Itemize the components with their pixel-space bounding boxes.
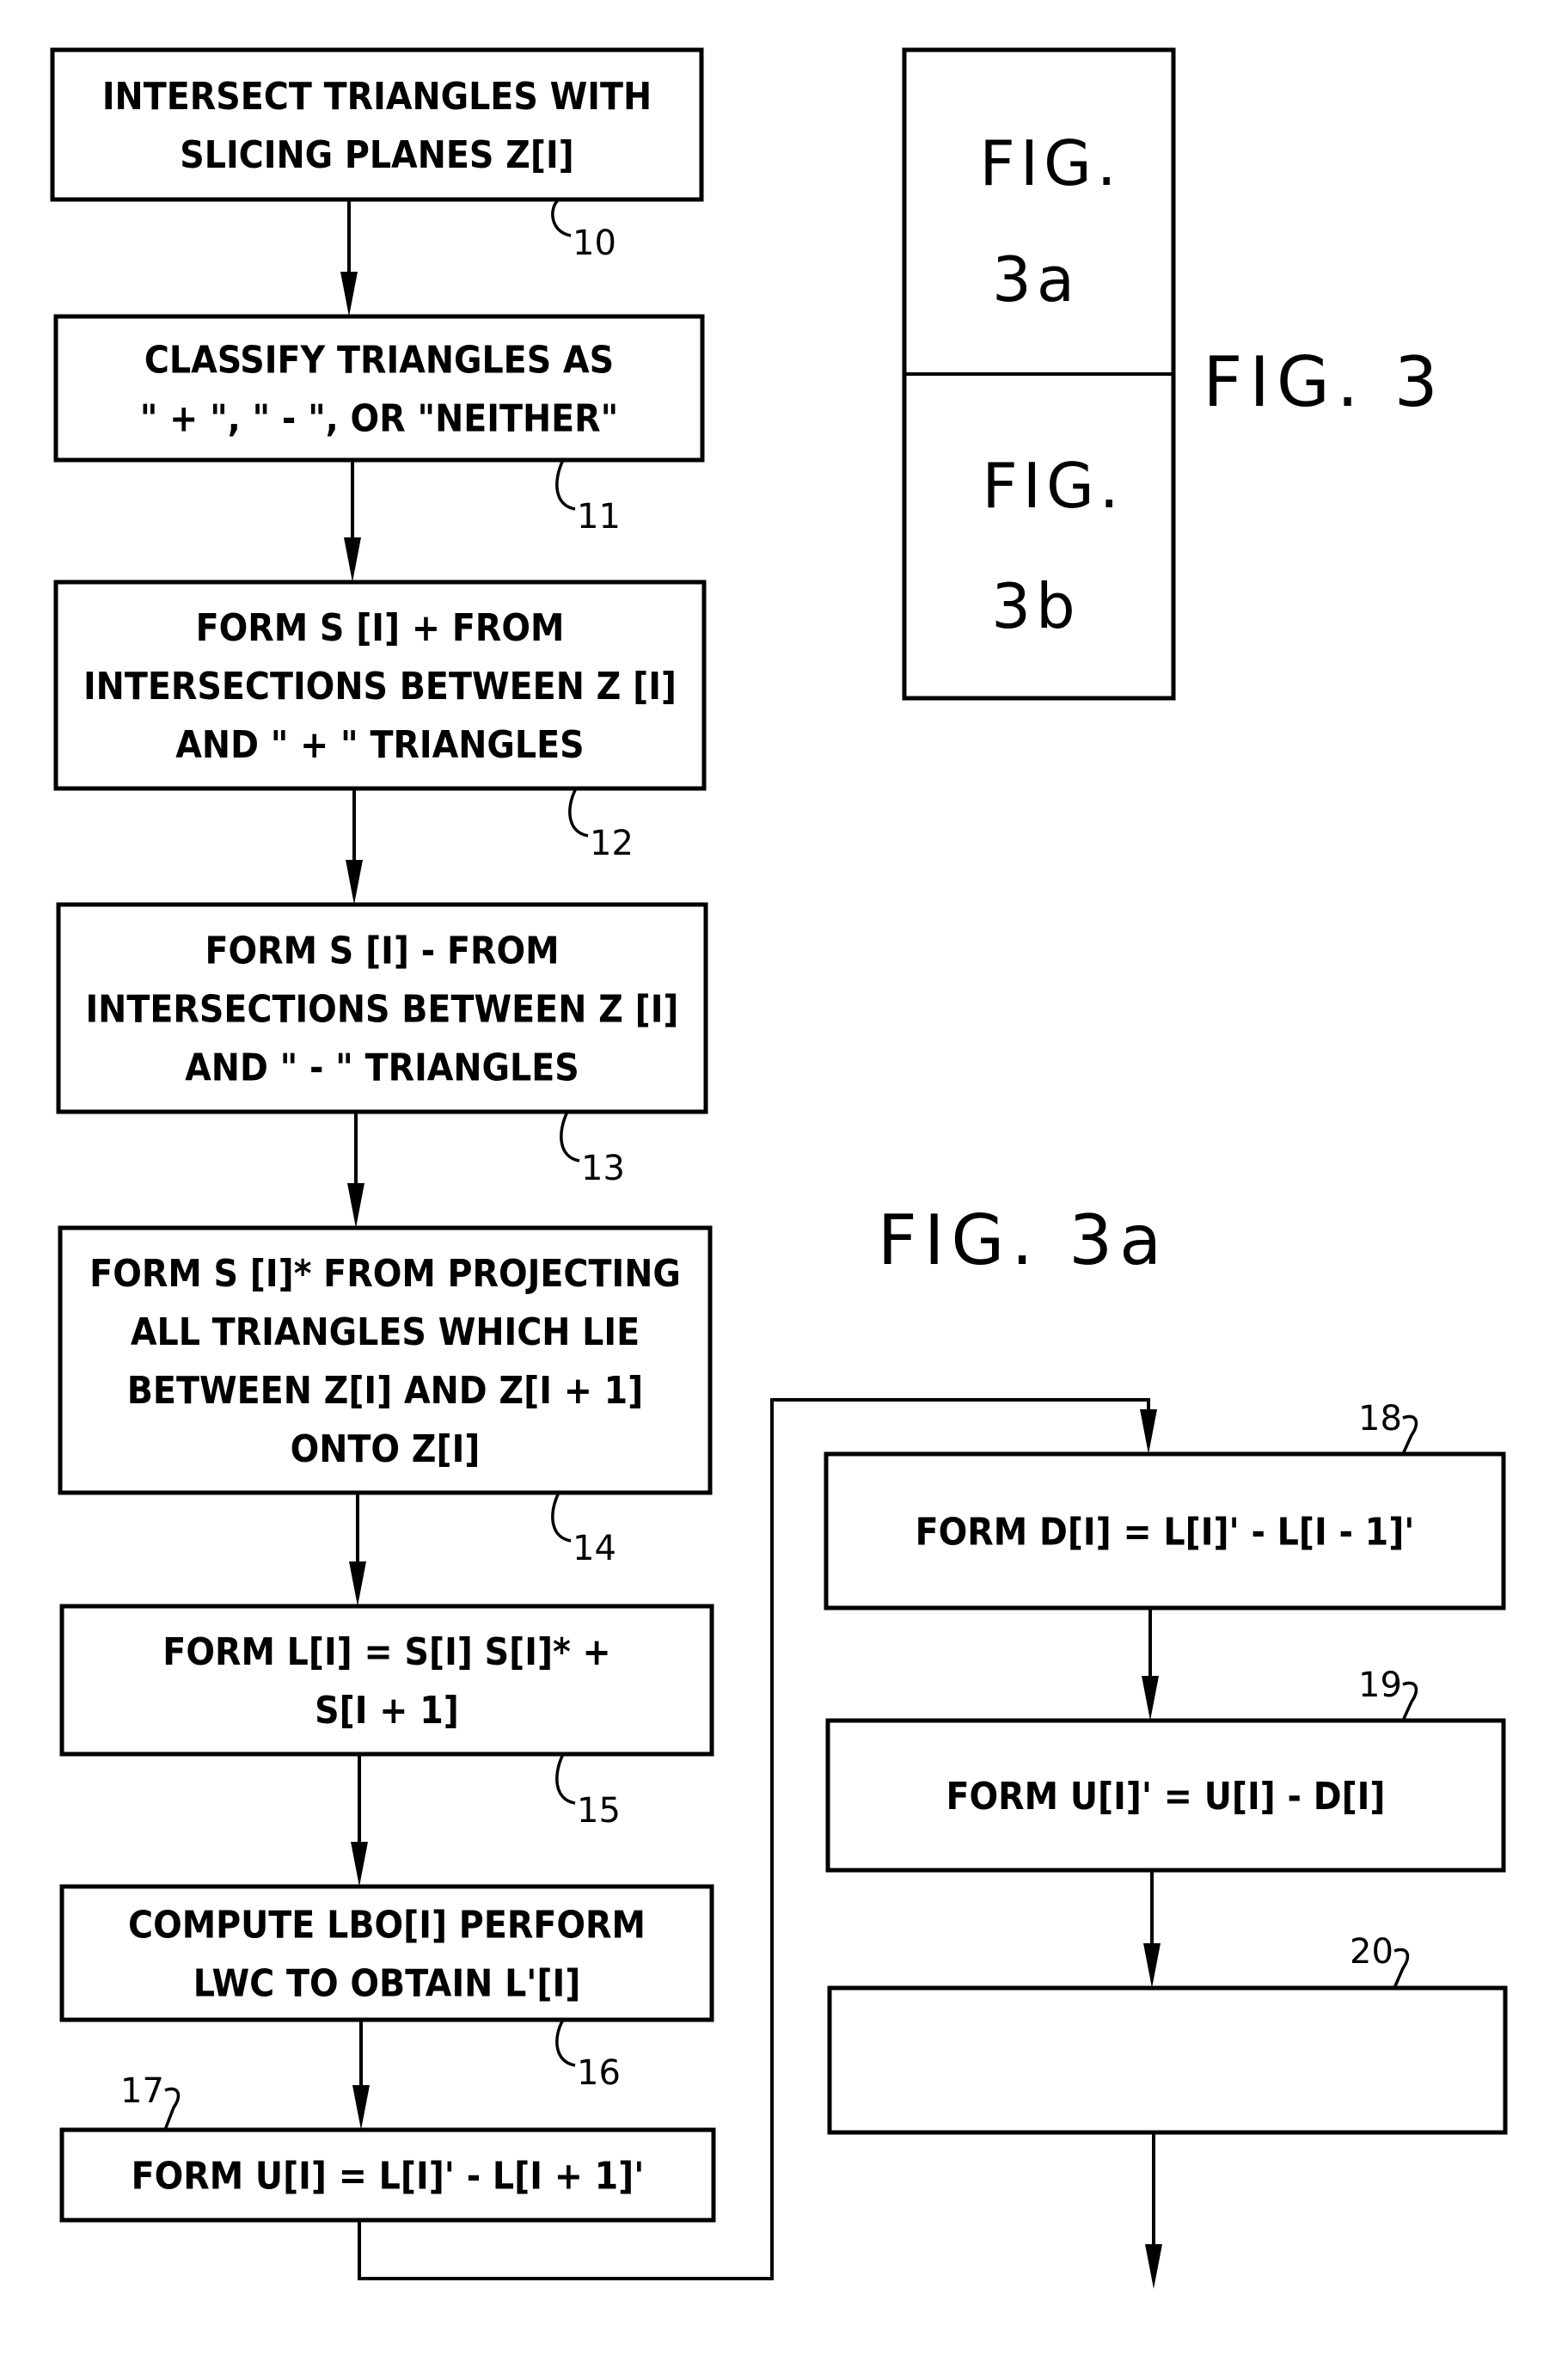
step-text-line: ONTO Z[I] (291, 1427, 481, 1471)
reference-leader (557, 460, 575, 509)
reference-leader (557, 1754, 575, 1803)
arrow-head-icon (340, 272, 358, 316)
step-text-line: COMPUTE LBO[I] PERFORM (128, 1904, 646, 1948)
reference-leader (557, 2020, 575, 2065)
arrow-head-icon (351, 1842, 368, 1887)
arrow-head-icon (349, 1561, 366, 1606)
step-box-10: INTERSECT TRIANGLES WITH SLICING PLANES Z… (52, 50, 701, 263)
reference-leader (553, 199, 571, 236)
reference-numeral: 17 (120, 2071, 164, 2111)
arrow-head-icon (344, 537, 361, 582)
figure-caption: FIG. 3a (878, 1200, 1168, 1280)
step-box-16: COMPUTE LBO[I] PERFORM LWC TO OBTAIN L'[I… (62, 1887, 712, 2093)
flow-arrow (349, 1493, 366, 1606)
reference-numeral: 18 (1358, 1399, 1402, 1439)
step-text-line: SLICING PLANES Z[I] (180, 133, 574, 177)
reference-numeral: 10 (573, 224, 616, 263)
step-text-line: FORM S [I] - FROM (205, 929, 559, 973)
reference-leader (1394, 1949, 1407, 1988)
reference-leader (553, 1493, 571, 1541)
arrow-head-icon (1140, 1409, 1157, 1454)
flow-arrow (1142, 1608, 1159, 1721)
step-text-line: FORM U[I]' = U[I] - D[I] (946, 1775, 1385, 1819)
step-text-line: FORM S [I] + FROM (196, 606, 565, 650)
step-text-line: FORM D[I] = L[I]' - L[I - 1]' (916, 1511, 1415, 1555)
figure-key: FIG. 3a FIG. 3b FIG. 3 (904, 50, 1445, 698)
step-box-19: FORM U[I]' = U[I] - D[I] 19 (828, 1666, 1504, 1870)
flow-arrow (1143, 1870, 1161, 1988)
reference-numeral: 13 (581, 1149, 625, 1188)
step-box-18: FORM D[I] = L[I]' - L[I - 1]' 18 (826, 1399, 1504, 1608)
step-box-20: 20 (830, 1932, 1505, 2132)
flow-arrow (352, 2020, 370, 2130)
step-text-line: CLASSIFY TRIANGLES AS (144, 339, 614, 383)
reference-leader (561, 1112, 579, 1161)
step-box-11: CLASSIFY TRIANGLES AS " + ", " - ", OR "N… (56, 316, 702, 537)
reference-numeral: 11 (577, 497, 621, 537)
reference-numeral: 20 (1350, 1932, 1393, 1972)
flow-arrow-out (1145, 2132, 1162, 2289)
flow-arrow (347, 1112, 364, 1228)
step-box-17: FORM U[I] = L[I]' - L[I + 1]' 17 (62, 2071, 714, 2220)
reference-numeral: 16 (577, 2053, 621, 2093)
reference-leader (1403, 1683, 1416, 1721)
step-text-line: FORM S [I]* FROM PROJECTING (89, 1252, 681, 1296)
reference-numeral: 15 (577, 1791, 621, 1831)
step-box-13: FORM S [I] - FROM INTERSECTIONS BETWEEN Z… (58, 905, 706, 1188)
step-text-line: " + ", " - ", OR "NEITHER" (140, 397, 619, 441)
step-box-12: FORM S [I] + FROM INTERSECTIONS BETWEEN Z… (56, 582, 704, 863)
figure-key-bottom-line2: 3b (991, 570, 1081, 642)
reference-numeral: 12 (590, 824, 634, 863)
arrow-head-icon (347, 1183, 364, 1228)
arrow-head-icon (1142, 1676, 1159, 1721)
step-box-14: FORM S [I]* FROM PROJECTING ALL TRIANGLES… (60, 1228, 710, 1568)
step-text-line: BETWEEN Z[I] AND Z[I + 1] (127, 1369, 644, 1413)
step-text-line: INTERSECT TRIANGLES WITH (102, 75, 652, 119)
arrow-head-icon (1143, 1943, 1161, 1988)
reference-leader (165, 2089, 178, 2130)
step-frame (830, 1988, 1505, 2132)
step-box-15: FORM L[I] = S[I] S[I]* + S[I + 1] 15 (62, 1606, 712, 1831)
arrow-head-icon (352, 2085, 370, 2130)
step-text-line: INTERSECTIONS BETWEEN Z [I] (83, 665, 677, 709)
step-text-line: AND " - " TRIANGLES (185, 1046, 579, 1090)
flow-arrow (346, 788, 363, 905)
step-text-line: INTERSECTIONS BETWEEN Z [I] (85, 988, 678, 1032)
step-text-line: S[I + 1] (315, 1689, 459, 1733)
flow-arrow (351, 1754, 368, 1887)
figure-key-label: FIG. 3 (1203, 342, 1444, 422)
step-text-line: FORM L[I] = S[I] S[I]* + (162, 1630, 610, 1674)
step-text-line: LWC TO OBTAIN L'[I] (193, 1962, 581, 2006)
figure-key-top-line1: FIG. (979, 127, 1121, 199)
step-text-line: AND " + " TRIANGLES (175, 723, 584, 767)
reference-leader (1403, 1416, 1416, 1454)
figure-key-bottom-line1: FIG. (982, 450, 1124, 522)
arrow-head-icon (346, 860, 363, 905)
arrow-head-icon (1145, 2244, 1162, 2289)
reference-numeral: 19 (1358, 1666, 1402, 1705)
step-text-line: FORM U[I] = L[I]' - L[I + 1]' (132, 2155, 645, 2199)
reference-numeral: 14 (573, 1529, 616, 1568)
figure-key-top-line2: 3a (992, 243, 1080, 316)
step-text-line: ALL TRIANGLES WHICH LIE (131, 1310, 640, 1354)
flow-arrow (340, 199, 358, 316)
flow-arrow (344, 460, 361, 582)
reference-leader (570, 788, 588, 836)
